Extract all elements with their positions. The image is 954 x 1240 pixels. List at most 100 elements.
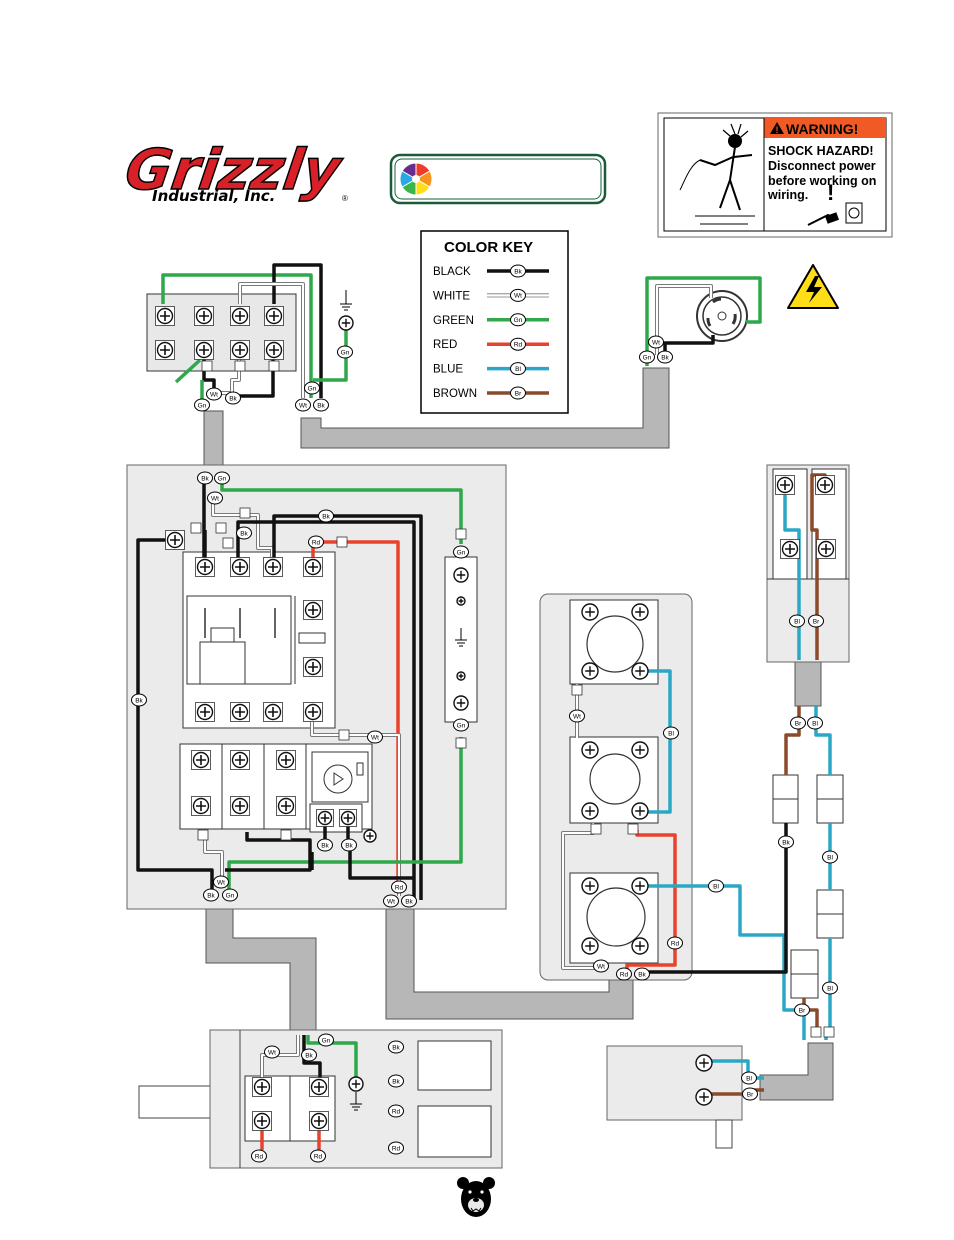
screw-terminal (230, 306, 250, 326)
wire-ferrule (190, 522, 202, 534)
wire-tag-wt: Wt (367, 730, 383, 744)
wire-tag-bk: Bk (388, 1040, 404, 1054)
wire-tag-gn: Gn (453, 718, 469, 732)
svg-text:Wt: Wt (211, 495, 219, 502)
screw-icon (631, 877, 649, 895)
screw-terminal (191, 796, 211, 816)
svg-text:Gn: Gn (514, 317, 523, 324)
screw-icon (581, 937, 599, 955)
svg-text:Wt: Wt (217, 879, 225, 886)
wire-tag-bk: Bk (236, 526, 252, 540)
screw-terminal (309, 1077, 329, 1097)
screw-icon (631, 741, 649, 759)
svg-text:Bk: Bk (322, 513, 330, 520)
screw-terminal (339, 809, 357, 827)
screw-icon (631, 802, 649, 820)
bear-head-icon (457, 1177, 495, 1217)
svg-text:Gn: Gn (457, 722, 466, 729)
svg-text:Gn: Gn (643, 354, 652, 361)
svg-text:Bk: Bk (782, 839, 790, 846)
wire-tag-gn: Gn (510, 313, 526, 327)
svg-text:Wt: Wt (210, 391, 218, 398)
screw-terminal (191, 750, 211, 770)
wire-tag-rd: Rd (308, 535, 324, 549)
screw-terminal (264, 306, 284, 326)
wire-tag-gn: Gn (453, 545, 469, 559)
wire-ferrule (197, 829, 209, 841)
wire-tag-wt: Wt (569, 709, 585, 723)
wire-ferrule (823, 1026, 835, 1038)
warning-line-4: wiring. (767, 188, 808, 202)
svg-text:Bk: Bk (207, 892, 215, 899)
wire-ferrule (627, 823, 639, 835)
wire-tag-bk: Bk (197, 471, 213, 485)
wire-tag-wt: Wt (383, 894, 399, 908)
wire-tag-bk: Bk (510, 264, 526, 278)
wire-tag-wt: Wt (510, 288, 526, 302)
warning-triangle-icon: ! (770, 122, 784, 135)
svg-text:Wt: Wt (387, 898, 395, 905)
screw-terminal (194, 340, 214, 360)
wire-tag-gn: Gn (194, 398, 210, 412)
wire-tag-bl: Bl (822, 850, 838, 864)
wire-tag-bl: Bl (708, 879, 724, 893)
wire-tag-br: Br (794, 1003, 810, 1017)
wire-tag-bk: Bk (634, 967, 650, 981)
screw-terminal (252, 1111, 272, 1131)
screw-terminal (303, 600, 323, 620)
svg-text:Bk: Bk (240, 530, 248, 537)
svg-text:Rd: Rd (255, 1153, 264, 1160)
screw-icon (338, 315, 354, 331)
screw-icon (631, 603, 649, 621)
screw-terminal (230, 796, 250, 816)
screw-icon (453, 567, 469, 583)
wire-tag-bk: Bk (317, 838, 333, 852)
twist-lock-plug (696, 290, 748, 342)
svg-text:!: ! (776, 125, 779, 135)
screw-terminal (252, 1077, 272, 1097)
wire-tag-wt: Wt (206, 387, 222, 401)
svg-text:Bl: Bl (668, 730, 674, 737)
svg-text:Rd: Rd (620, 971, 629, 978)
wire-tag-br: Br (510, 386, 526, 400)
warning-line-1: SHOCK HAZARD! (768, 144, 874, 158)
screw-terminal (775, 475, 795, 495)
color-wheel-segment (401, 162, 417, 180)
svg-text:Bk: Bk (392, 1078, 400, 1085)
wire-tag-gn: Gn (318, 1033, 334, 1047)
svg-text:Bk: Bk (135, 697, 143, 704)
wire-tag-rd: Rd (310, 1149, 326, 1163)
screw-terminal (194, 306, 214, 326)
screw-terminal (263, 557, 283, 577)
high-voltage-icon (787, 264, 839, 309)
svg-text:Bk: Bk (317, 402, 325, 409)
wire-tag-bk: Bk (341, 838, 357, 852)
wire-tag-gn: Gn (304, 381, 320, 395)
wire-tag-bk: Bk (318, 509, 334, 523)
svg-text:!: ! (827, 180, 834, 205)
wire-tag-bk: Bk (657, 350, 673, 364)
wire-tag-wt: Wt (264, 1045, 280, 1059)
svg-text:Br: Br (795, 720, 802, 727)
svg-text:Bk: Bk (392, 1044, 400, 1051)
svg-text:Bl: Bl (713, 883, 719, 890)
wire-tag-rd: Rd (388, 1104, 404, 1118)
svg-text:Bl: Bl (827, 985, 833, 992)
wire-tag-wt: Wt (593, 959, 609, 973)
wire-tag-bk: Bk (203, 888, 219, 902)
svg-text:Wt: Wt (371, 734, 379, 741)
svg-text:Rd: Rd (671, 940, 680, 947)
ground-bar (444, 556, 478, 723)
svg-text:Bk: Bk (661, 354, 669, 361)
logo-subtitle-text: Industrial, Inc. (152, 187, 275, 205)
svg-text:Bk: Bk (345, 842, 353, 849)
screw-terminal (263, 702, 283, 722)
wire-ferrule (215, 522, 227, 534)
warning-header: WARNING! (786, 121, 858, 137)
svg-text:Gn: Gn (457, 549, 466, 556)
screw-icon (453, 695, 469, 711)
wire-markers (190, 360, 835, 1038)
